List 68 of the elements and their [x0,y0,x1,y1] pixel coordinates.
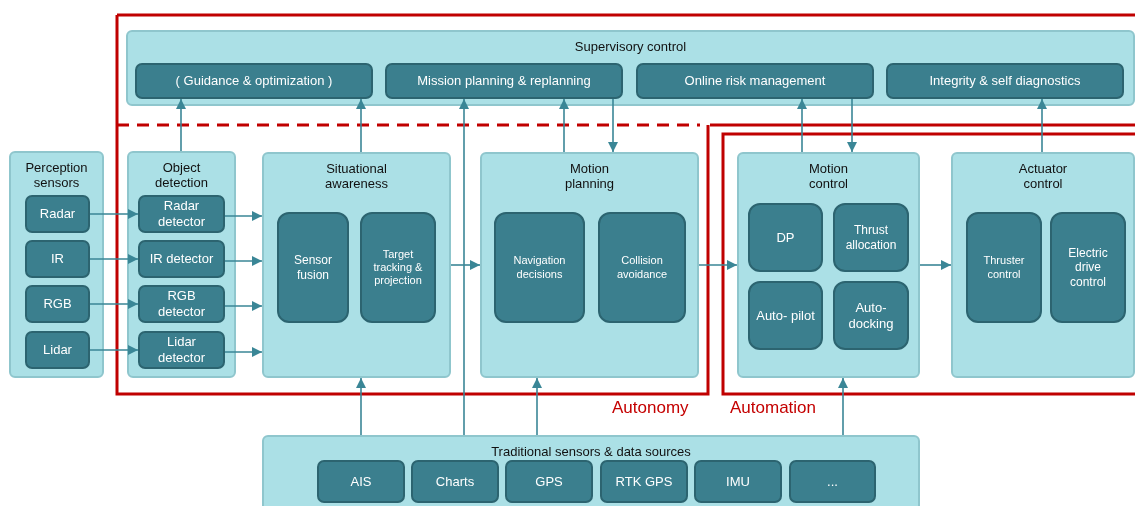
process-box: Lidar [25,331,90,369]
region-label: Automation [730,398,816,418]
arrow [224,301,263,311]
process-box: Navigation decisions [494,212,585,323]
group-panel [262,435,920,506]
process-box: Thrust allocation [833,203,909,272]
arrow [356,377,366,436]
process-box: Lidar detector [138,331,225,369]
process-box: Thruster control [966,212,1042,323]
process-box: Target tracking & projection [360,212,436,323]
arrow [224,347,263,357]
group-panel [951,152,1135,378]
process-box: DP [748,203,823,272]
arrow [919,260,952,270]
process-box: Charts [411,460,499,503]
process-box: ... [789,460,876,503]
arrow [532,377,542,436]
group-panel [480,152,699,378]
arrow [224,211,263,221]
panel-heading: Motion control [808,161,849,191]
process-box: ( Guidance & optimization ) [135,63,373,99]
panel-heading: Object detection [154,160,209,190]
arrow [89,299,139,309]
process-box: Sensor fusion [277,212,349,323]
group-panel [9,151,104,378]
group-panel [737,152,920,378]
process-box: Integrity & self diagnostics [886,63,1124,99]
group-panel [126,30,1135,106]
process-box: Mission planning & replanning [385,63,623,99]
panel-heading: Actuator control [1017,161,1069,191]
panel-heading: Traditional sensors & data sources [491,444,691,459]
process-box: RGB [25,285,90,323]
region-label: Autonomy [612,398,689,418]
process-box: IR detector [138,240,225,278]
arrow [838,377,848,436]
process-box: Auto- pilot [748,281,823,350]
arrow [89,345,139,355]
arrow [89,254,139,264]
arrow [356,98,366,153]
arrow [698,260,738,270]
arrow [176,98,186,152]
process-box: Auto- docking [833,281,909,350]
process-box: RGB detector [138,285,225,323]
arrow [1037,98,1047,153]
process-box: RTK GPS [600,460,688,503]
process-box: IMU [694,460,782,503]
process-box: Online risk management [636,63,874,99]
arrow [89,209,139,219]
arrow [797,98,807,153]
arrow [450,260,481,270]
group-panel [262,152,451,378]
process-box: AIS [317,460,405,503]
process-box: Radar detector [138,195,225,233]
arrow [608,98,618,153]
panel-heading: Supervisory control [574,39,687,54]
arrow [224,256,263,266]
arrow [459,98,469,436]
panel-heading: Situational awareness [324,161,389,191]
group-panel [127,151,236,378]
process-box: Radar [25,195,90,233]
process-box: GPS [505,460,593,503]
panel-heading: Motion planning [563,161,616,191]
process-box: IR [25,240,90,278]
process-box: Collision avoidance [598,212,686,323]
arrow [847,98,857,153]
panel-heading: Perception sensors [24,160,89,190]
arrow [559,98,569,153]
process-box: Electric drive control [1050,212,1126,323]
